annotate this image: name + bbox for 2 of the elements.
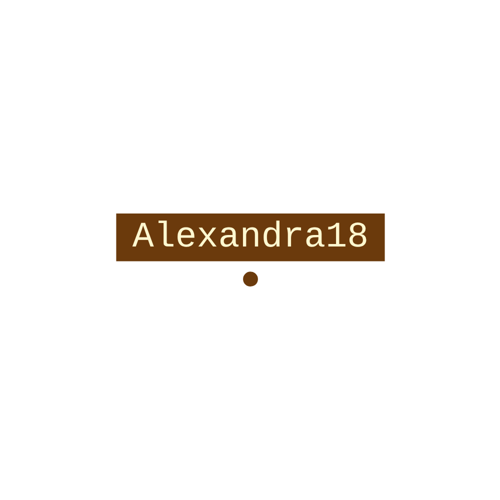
node-circle xyxy=(242,272,258,287)
node-box: Alexandra18 xyxy=(116,213,384,262)
